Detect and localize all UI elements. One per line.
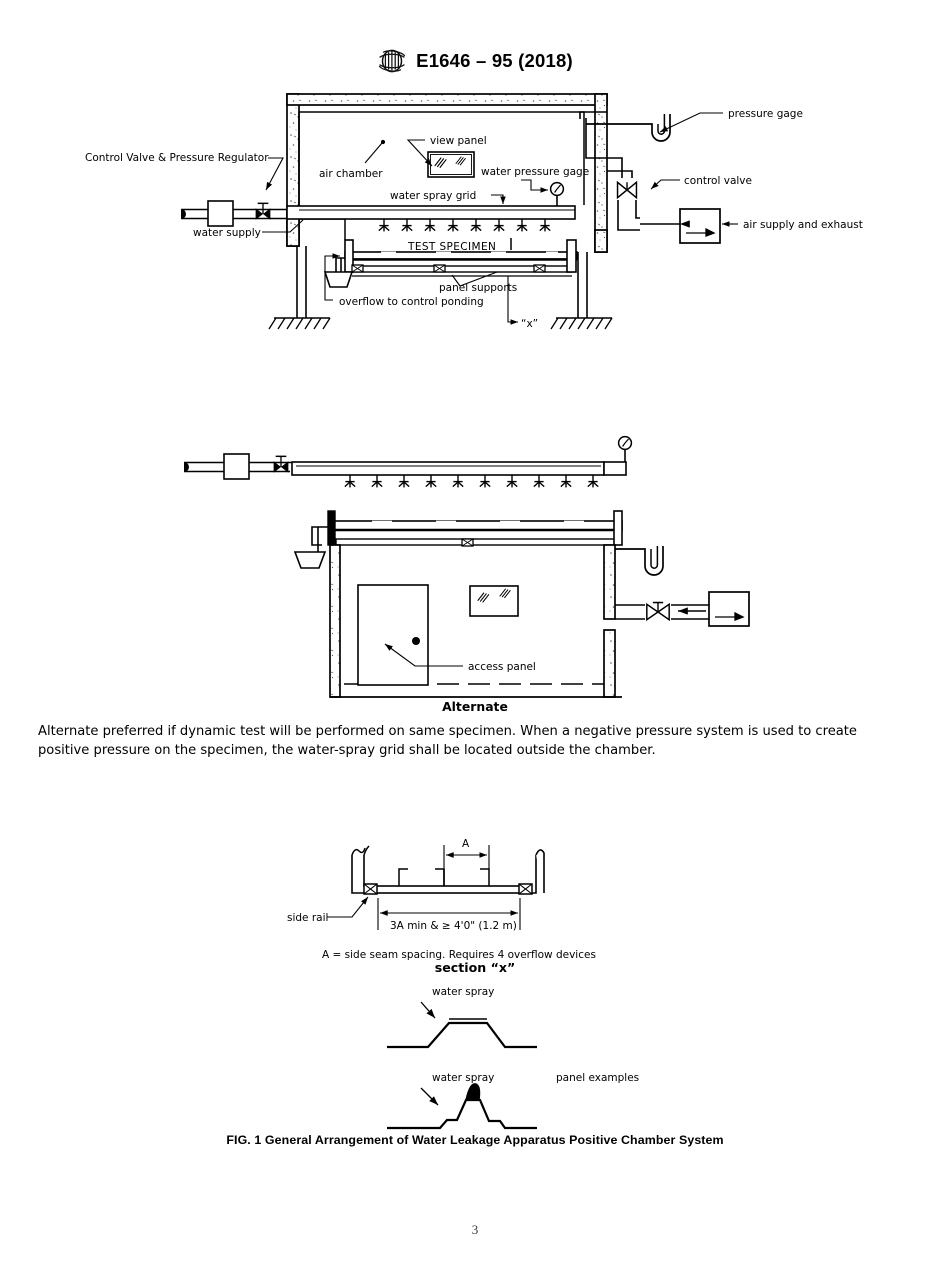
alternate-chamber (293, 510, 623, 698)
alternate-spray-grid (184, 435, 633, 489)
water-supply-line-main (181, 200, 287, 227)
label-water-spray-top: water spray (432, 986, 494, 998)
label-panel-examples: panel examples (556, 1072, 639, 1084)
alternate-caption: Alternate (442, 699, 508, 714)
label-water-supply: water supply (193, 227, 261, 239)
alternate-air-system (615, 546, 750, 627)
water-pressure-gage-icon (549, 181, 565, 206)
label-pressure-gage: pressure gage (728, 108, 803, 120)
label-control-valve-regulator: Control Valve & Pressure Regulator (85, 152, 269, 164)
label-water-pressure-gage: water pressure gage (481, 166, 589, 178)
label-view-panel: view panel (430, 135, 487, 147)
label-air-chamber: air chamber (319, 168, 383, 180)
label-span-dimension: 3A min & ≥ 4'0" (1.2 m) (390, 920, 517, 932)
air-duct-and-control-valve (607, 157, 721, 244)
label-water-spray-grid: water spray grid (390, 190, 476, 202)
chamber-support-right (550, 252, 613, 330)
panel-example-top (387, 1001, 537, 1049)
label-access-panel: access panel (468, 661, 536, 673)
panel-support-block (351, 264, 546, 273)
test-specimen-assembly (344, 238, 578, 277)
figure-caption: FIG. 1 General Arrangement of Water Leak… (226, 1133, 724, 1147)
label-control-valve: control valve (684, 175, 752, 187)
water-spray-grid-main (286, 205, 576, 233)
label-air-supply-exhaust: air supply and exhaust (743, 219, 863, 231)
section-x-detail (327, 845, 545, 930)
label-dimension-a: A (462, 838, 470, 850)
standard-designation: E1646 – 95 (2018) (416, 50, 573, 71)
label-side-rail: side rail (287, 912, 328, 924)
view-panel-icon (427, 151, 475, 178)
label-section-marker-x: “x” (521, 318, 538, 330)
panel-example-bottom (387, 1083, 537, 1130)
pressure-gage-manometer-main (579, 111, 671, 159)
page-header: E1646 – 95 (2018) (0, 48, 950, 79)
label-overflow-control-ponding: overflow to control ponding (339, 296, 484, 308)
astm-logo-icon (377, 48, 407, 74)
page-number: 3 (471, 1222, 479, 1237)
figure-note-text: Alternate preferred if dynamic test will… (38, 724, 857, 758)
chamber-support-left (268, 246, 331, 330)
label-water-spray-bottom: water spray (432, 1072, 494, 1084)
section-x-caption: section “x” (434, 960, 516, 975)
label-test-specimen: TEST SPECIMEN (407, 241, 496, 253)
main-diagram-leaders (262, 112, 738, 325)
label-panel-supports: panel supports (439, 282, 517, 294)
label-section-x-note: A = side seam spacing. Requires 4 overfl… (322, 949, 596, 961)
